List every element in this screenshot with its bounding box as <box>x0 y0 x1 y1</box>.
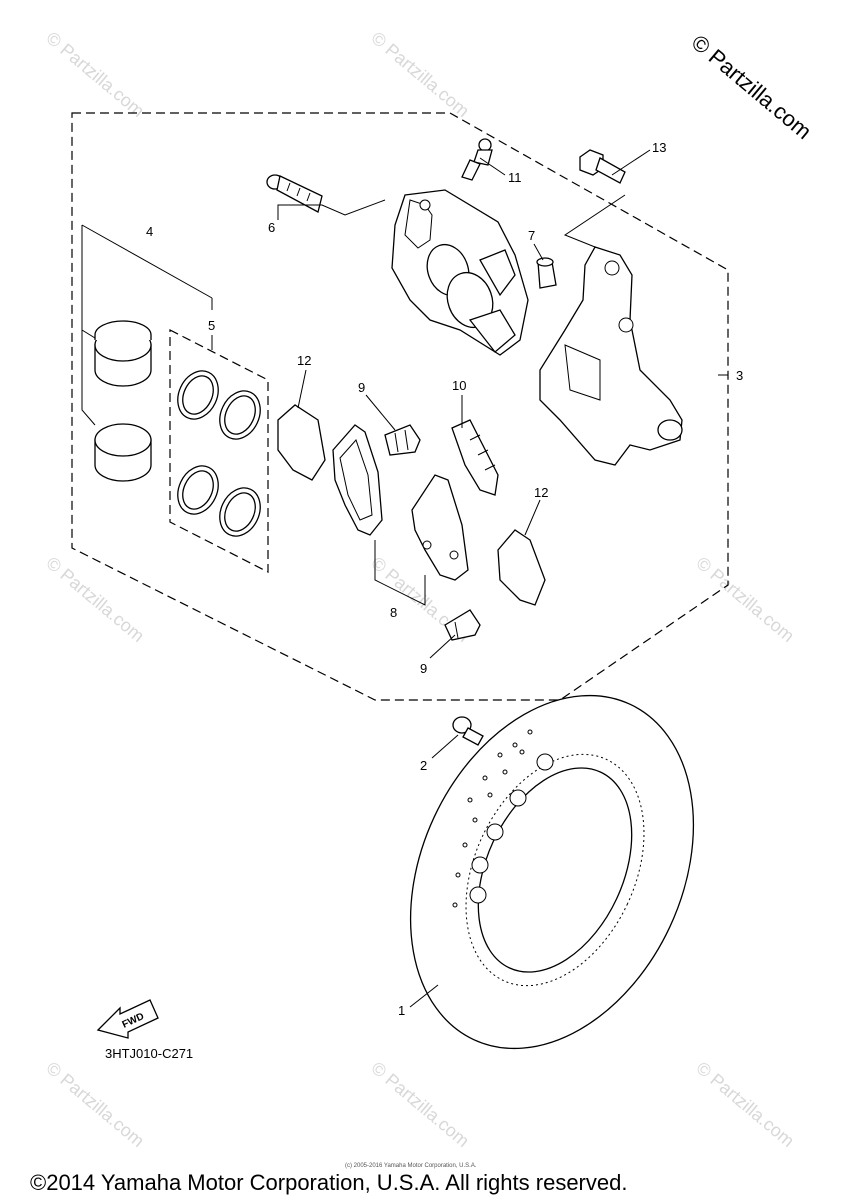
caliper-assembly-boundary <box>71 112 729 701</box>
callout-2: 2 <box>420 758 427 773</box>
watermark: © Partzilla.com <box>367 1058 473 1151</box>
piston-upper <box>94 320 152 387</box>
pad-shim-right <box>497 529 546 606</box>
brake-pad-left <box>332 424 383 536</box>
callout-12-upper: 12 <box>297 353 311 368</box>
caliper-body <box>391 189 529 356</box>
callout-8: 8 <box>390 605 397 620</box>
brake-pad-right <box>411 474 469 581</box>
caliper-bracket <box>539 246 683 466</box>
callout-12-lower: 12 <box>534 485 548 500</box>
pad-spring-upper <box>384 424 421 456</box>
callout-10: 10 <box>452 378 466 393</box>
callout-13: 13 <box>652 140 666 155</box>
callout-5: 5 <box>208 318 215 333</box>
watermark: © Partzilla.com <box>42 1058 148 1151</box>
callout-11: 11 <box>508 170 522 185</box>
watermark: © Partzilla.com <box>367 28 473 121</box>
leader-lines <box>81 149 728 1008</box>
caliper-bolt <box>266 174 323 213</box>
callout-7: 7 <box>528 228 535 243</box>
callout-6: 6 <box>268 220 275 235</box>
callout-9-upper: 9 <box>358 380 365 395</box>
watermark: © Partzilla.com <box>42 28 148 121</box>
bleed-screw <box>461 138 493 181</box>
slide-pin-boot <box>536 257 557 289</box>
copyright-notice: ©2014 Yamaha Motor Corporation, U.S.A. A… <box>30 1170 627 1195</box>
seal-kit-box <box>169 329 269 573</box>
watermark: © Partzilla.com <box>692 553 798 646</box>
pad-spring-lower <box>444 609 481 641</box>
piston-seals <box>177 370 261 537</box>
partzilla-mark: © Partzilla.com <box>687 30 817 144</box>
brake-disc <box>409 694 695 1050</box>
watermark: © Partzilla.com <box>42 553 148 646</box>
pad-shim-left <box>277 404 326 481</box>
callout-labels: 1 2 3 4 5 6 7 8 9 9 10 11 12 12 13 <box>146 140 743 1018</box>
bracket-bolt <box>579 149 626 184</box>
fine-print: (c) 2005-2016 Yamaha Motor Corporation, … <box>345 1163 477 1169</box>
fwd-arrow-icon: FWD <box>96 999 159 1039</box>
disc-bolt <box>452 716 484 746</box>
watermark: © Partzilla.com <box>692 1058 798 1151</box>
callout-4: 4 <box>146 224 153 239</box>
pad-retainer <box>451 419 499 496</box>
callout-3: 3 <box>736 368 743 383</box>
piston-lower <box>94 423 152 482</box>
callout-9-lower: 9 <box>420 661 427 676</box>
callout-1: 1 <box>398 1003 405 1018</box>
diagram-code: 3HTJ010-C271 <box>105 1046 193 1061</box>
